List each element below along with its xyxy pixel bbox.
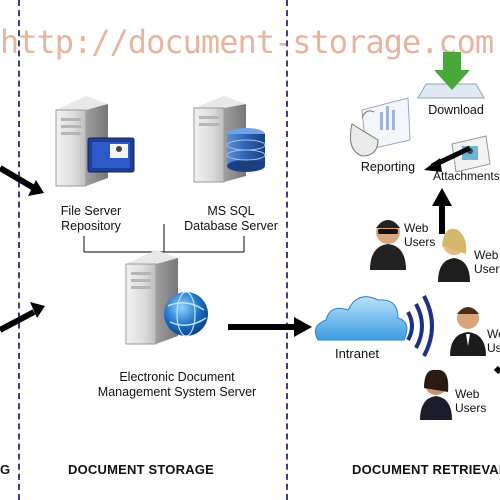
section-divider-right [286, 0, 288, 500]
server-connector [83, 224, 245, 253]
web-user-avatar-1 [370, 220, 406, 270]
attachments-label: Attachments [433, 169, 500, 183]
reporting-label: Reporting [360, 160, 416, 174]
arrow-to-attachments [432, 188, 452, 234]
section-left-heading: G [0, 462, 11, 477]
web-user-avatar-4 [420, 369, 452, 420]
arrow-to-intranet [228, 317, 312, 337]
attachments-icon [451, 135, 491, 173]
database-server-icon [193, 96, 266, 183]
incoming-arrow-bottom [0, 302, 45, 333]
incoming-arrow-top [0, 165, 44, 196]
edms-server-icon [125, 250, 208, 345]
web-users-label-4: Web Users [455, 387, 487, 415]
sql-server-label: MS SQL Database Server [184, 204, 278, 233]
file-server-icon [55, 96, 135, 187]
download-label: Download [428, 103, 484, 117]
edms-server-label: Electronic Document Management System Se… [97, 370, 257, 399]
web-users-label-1: Web Users [404, 221, 436, 249]
section-storage-heading: DOCUMENT STORAGE [68, 462, 214, 477]
intranet-label: Intranet [334, 346, 380, 361]
arrow-right-edge [493, 365, 500, 375]
url-watermark: http://document-storage.com.hk/en/ [0, 23, 500, 61]
web-users-label-2: Web Users [474, 248, 500, 276]
web-user-avatar-3 [450, 307, 486, 356]
section-divider-left [18, 0, 20, 500]
section-retrieval-heading: DOCUMENT RETRIEVAL [352, 462, 500, 477]
web-users-label-3: Web Users [487, 327, 500, 355]
reporting-icon [349, 97, 411, 157]
arrow-to-reporting [424, 145, 472, 172]
file-server-label: File Server Repository [60, 204, 122, 233]
download-icon [417, 52, 485, 99]
intranet-cloud-icon [314, 295, 434, 357]
web-user-avatar-2 [438, 228, 470, 282]
